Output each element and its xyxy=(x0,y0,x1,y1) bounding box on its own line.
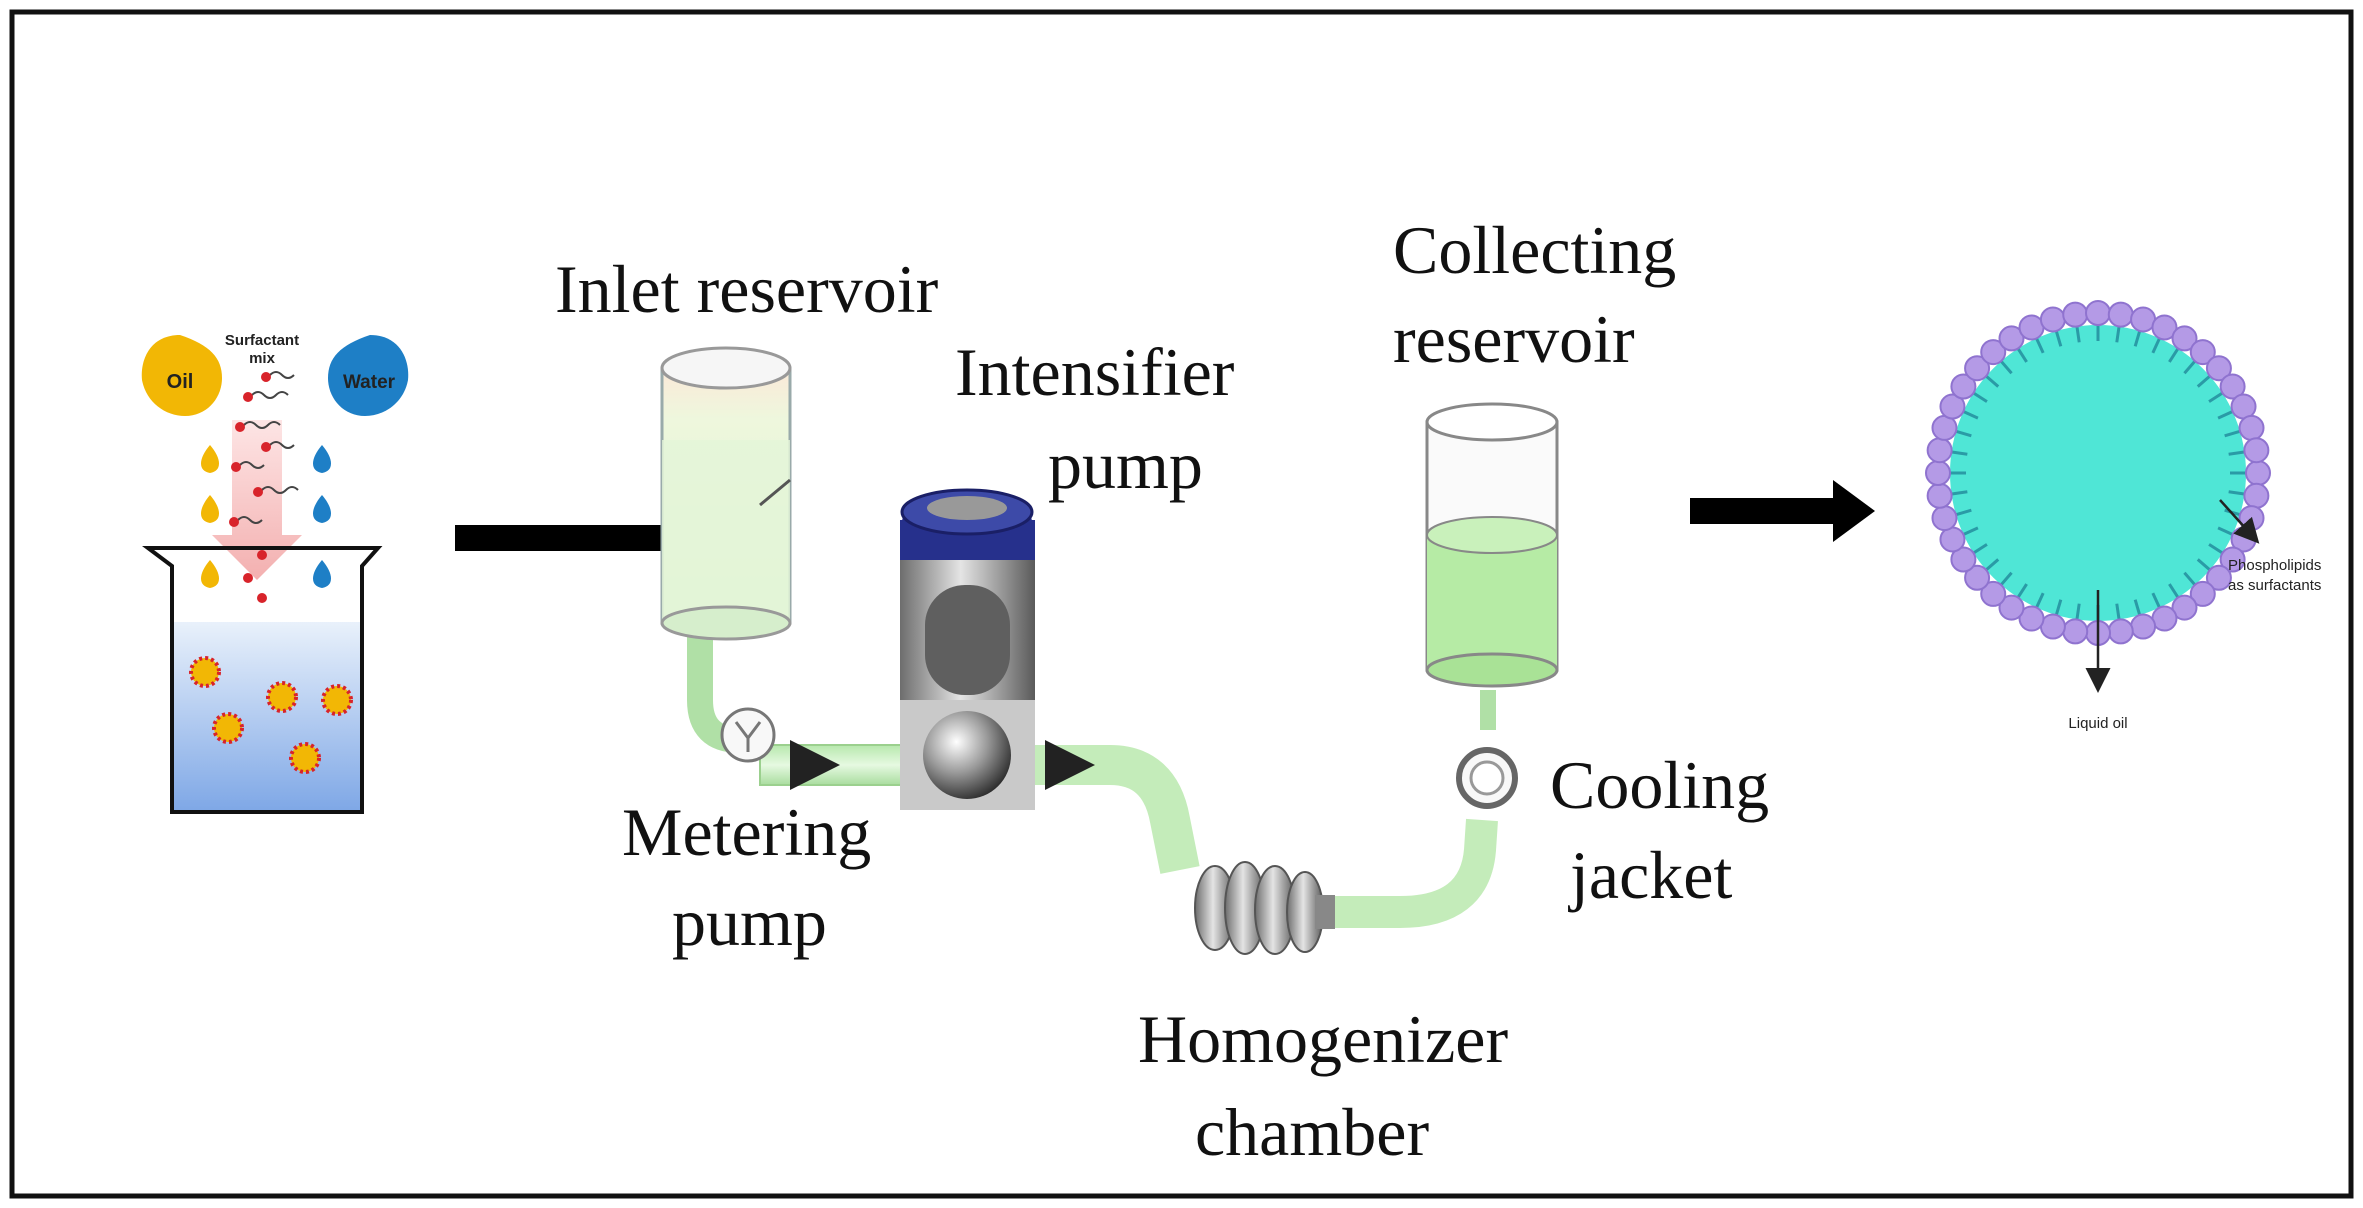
phospholipid-head xyxy=(2171,594,2198,621)
water-label: Water xyxy=(343,372,396,393)
phospholipid-head xyxy=(2151,314,2178,341)
mixing-beaker-illustration: Oil Water Surfactant mix xyxy=(141,332,409,814)
metering-pump-label-line1: Metering xyxy=(622,794,871,870)
tube-intensifier-to-homogenizer xyxy=(1025,745,1200,874)
phospholipid-head xyxy=(2189,580,2216,607)
phospholipids-label-line1: Phospholipids xyxy=(2228,557,2321,574)
phospholipid-head xyxy=(1925,460,1951,486)
metering-pump-valve xyxy=(720,707,776,763)
surfactant-label-line2: mix xyxy=(249,350,276,367)
phospholipid-head xyxy=(2018,605,2045,632)
surfactant-molecules xyxy=(229,371,299,603)
phospholipid-head xyxy=(2205,355,2232,382)
phospholipid-head xyxy=(1950,546,1977,573)
phospholipid-head xyxy=(2205,564,2232,591)
surfactant-label-line1: Surfactant xyxy=(225,332,299,349)
beaker-outline xyxy=(142,546,383,814)
phospholipid-head xyxy=(2062,618,2089,645)
emulsion-droplets xyxy=(189,656,353,774)
phospholipid-head xyxy=(2219,373,2246,400)
phospholipid-head xyxy=(1964,355,1991,382)
water-drop-icon xyxy=(328,335,409,416)
phospholipid-head xyxy=(1926,437,1953,464)
intensifier-pump-label-line2: pump xyxy=(1048,427,1203,503)
phospholipid-head xyxy=(1998,325,2025,352)
homogenizer-chamber-label-line1: Homogenizer xyxy=(1138,1001,1508,1077)
phospholipid-heads xyxy=(1925,300,2271,646)
oil-droplets xyxy=(201,445,219,588)
collecting-reservoir-label-line2: reservoir xyxy=(1393,301,1635,377)
phospholipid-head xyxy=(2171,325,2198,352)
collecting-reservoir-label-line1: Collecting xyxy=(1393,212,1676,288)
metering-pump-label-line2: pump xyxy=(672,884,827,960)
phospholipid-head xyxy=(2238,414,2265,441)
intensifier-pump-label-line1: Intensifier xyxy=(955,334,1235,410)
intensifier-pump-graphic xyxy=(900,488,1035,810)
liquid-oil-label: Liquid oil xyxy=(2068,715,2127,732)
phospholipid-head xyxy=(2107,618,2134,645)
homogenizer-chamber-label-line2: chamber xyxy=(1195,1094,1429,1170)
phospholipid-head xyxy=(1998,594,2025,621)
phospholipid-head xyxy=(2130,613,2157,640)
figure-border xyxy=(9,9,2354,1199)
inlet-reservoir-label: Inlet reservoir xyxy=(555,251,939,327)
mixing-arrow xyxy=(212,420,302,580)
phospholipid-head xyxy=(1926,482,1953,509)
phospholipid-head xyxy=(2243,482,2270,509)
phospholipid-head xyxy=(2189,339,2216,366)
phospholipids-label-line2: as surfactants xyxy=(2228,577,2321,594)
phospholipid-head xyxy=(1964,564,1991,591)
phospholipid-head xyxy=(1980,339,2007,366)
phospholipid-head xyxy=(2085,300,2111,326)
phospholipid-head xyxy=(2243,437,2270,464)
homogenizer-chamber-graphic xyxy=(1194,861,1335,955)
phospholipid-head xyxy=(2062,301,2089,328)
phospholipid-head xyxy=(1931,505,1958,532)
nanoemulsion-droplet-illustration: Liquid oil Phospholipids as surfactants xyxy=(1925,300,2321,732)
oil-label: Oil xyxy=(167,371,194,393)
water-droplets xyxy=(313,445,331,588)
phospholipid-head xyxy=(1980,580,2007,607)
phospholipid-head xyxy=(2219,546,2246,573)
flow-arrow-2 xyxy=(1690,480,1875,542)
tube-metering-to-intensifier xyxy=(759,744,911,786)
phospholipid-head xyxy=(1950,373,1977,400)
phospholipid-head xyxy=(2245,460,2271,486)
homogenizer-apparatus xyxy=(660,346,1559,955)
cooling-jacket-label-line2: jacket xyxy=(1568,837,1732,913)
oil-drop-icon xyxy=(141,335,222,416)
cooling-jacket-label-line1: Cooling xyxy=(1550,747,1769,823)
tube-homogenizer-to-jacket xyxy=(1320,818,1498,928)
beaker-liquid xyxy=(172,622,364,812)
phospholipid-head xyxy=(1939,393,1966,420)
phospholipid-head xyxy=(2039,306,2066,333)
phospholipid-head xyxy=(2107,301,2134,328)
